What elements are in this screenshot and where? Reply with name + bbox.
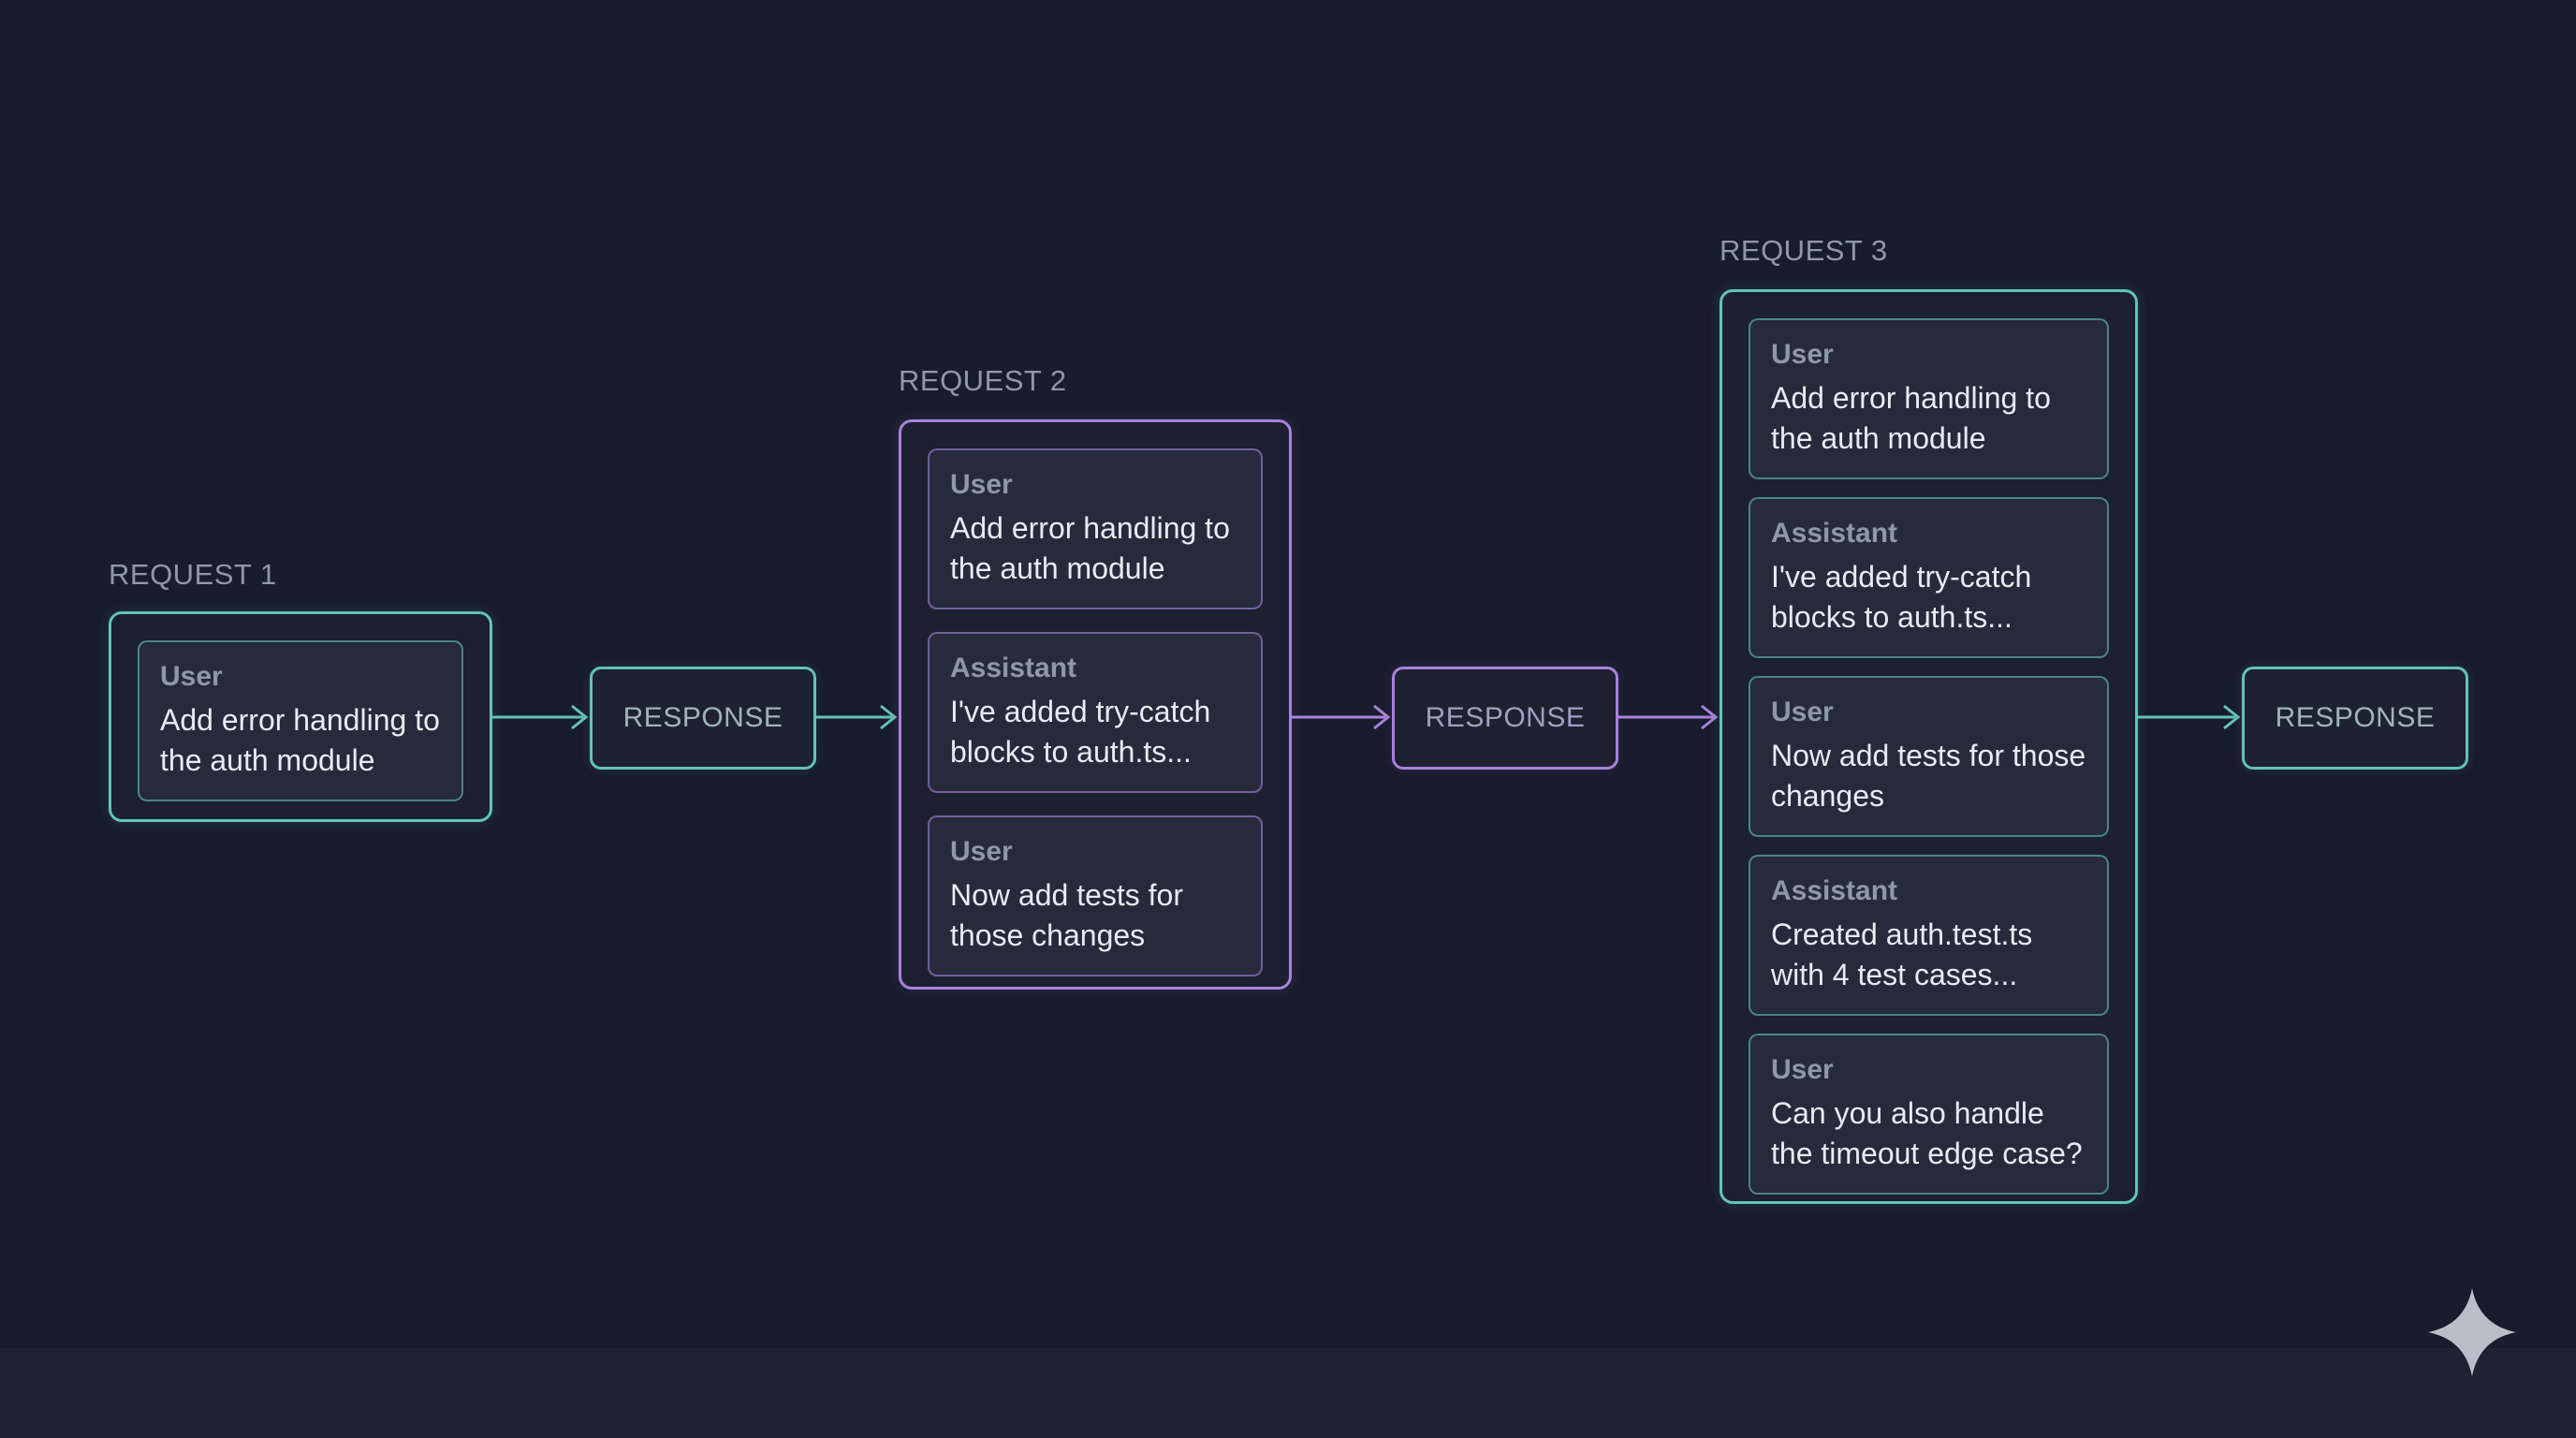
message-card: User Now add tests for those changes bbox=[928, 815, 1263, 976]
message-card: User Add error handling to the auth modu… bbox=[928, 448, 1263, 609]
footer-band bbox=[0, 1348, 2576, 1438]
message-role-label: User bbox=[160, 661, 223, 692]
message-text: Now add tests for those changes bbox=[950, 878, 1183, 952]
message-card: Assistant I've added try-catch blocks to… bbox=[1749, 497, 2109, 658]
message-card: Assistant Created auth.test.ts with 4 te… bbox=[1749, 855, 2109, 1016]
message-text: Now add tests for those changes bbox=[1771, 739, 2086, 813]
arrow-request3-to-response3 bbox=[2138, 698, 2242, 736]
request-2-group: REQUEST 2 User Add error handling to the… bbox=[899, 366, 1292, 990]
message-text: I've added try-catch blocks to auth.ts..… bbox=[1771, 560, 2032, 634]
message-role-label: User bbox=[950, 469, 1013, 500]
message-text: I've added try-catch blocks to auth.ts..… bbox=[950, 695, 1211, 769]
request-1-label: REQUEST 1 bbox=[109, 558, 277, 591]
message-role-label: Assistant bbox=[1771, 875, 1898, 906]
message-role-label: User bbox=[950, 836, 1013, 867]
response-label: RESPONSE bbox=[622, 702, 783, 733]
request-2-context-box: User Add error handling to the auth modu… bbox=[899, 419, 1292, 990]
response-label: RESPONSE bbox=[1425, 702, 1586, 733]
response-label: RESPONSE bbox=[2275, 702, 2436, 733]
message-card: User Can you also handle the timeout edg… bbox=[1749, 1034, 2109, 1195]
message-role-label: Assistant bbox=[950, 653, 1077, 683]
message-role-label: Assistant bbox=[1771, 518, 1898, 549]
response-box-1: RESPONSE bbox=[590, 667, 816, 770]
message-card: User Add error handling to the auth modu… bbox=[138, 640, 463, 801]
message-card: User Add error handling to the auth modu… bbox=[1749, 318, 2109, 479]
message-card: User Now add tests for those changes bbox=[1749, 676, 2109, 837]
arrow-response2-to-request3 bbox=[1618, 698, 1720, 736]
request-2-label: REQUEST 2 bbox=[899, 364, 1067, 397]
message-role-label: User bbox=[1771, 339, 1834, 370]
arrow-response1-to-request2 bbox=[816, 698, 899, 736]
request-3-label: REQUEST 3 bbox=[1720, 234, 1888, 267]
message-role-label: User bbox=[1771, 1054, 1834, 1085]
sparkle-icon bbox=[2426, 1286, 2518, 1378]
request-3-group: REQUEST 3 User Add error handling to the… bbox=[1720, 236, 2138, 1204]
arrow-request2-to-response2 bbox=[1292, 698, 1392, 736]
message-text: Created auth.test.ts with 4 test cases..… bbox=[1771, 917, 2033, 991]
message-text: Can you also handle the timeout edge cas… bbox=[1771, 1096, 2083, 1170]
response-box-2: RESPONSE bbox=[1392, 667, 1618, 770]
request-1-group: REQUEST 1 User Add error handling to the… bbox=[109, 560, 492, 822]
message-card: Assistant I've added try-catch blocks to… bbox=[928, 632, 1263, 793]
request-3-context-box: User Add error handling to the auth modu… bbox=[1720, 289, 2138, 1204]
response-box-3: RESPONSE bbox=[2242, 667, 2468, 770]
message-text: Add error handling to the auth module bbox=[1771, 381, 2051, 455]
message-text: Add error handling to the auth module bbox=[950, 511, 1230, 585]
message-role-label: User bbox=[1771, 697, 1834, 727]
arrow-request1-to-response1 bbox=[492, 698, 590, 736]
request-1-context-box: User Add error handling to the auth modu… bbox=[109, 611, 492, 822]
message-text: Add error handling to the auth module bbox=[160, 703, 440, 777]
